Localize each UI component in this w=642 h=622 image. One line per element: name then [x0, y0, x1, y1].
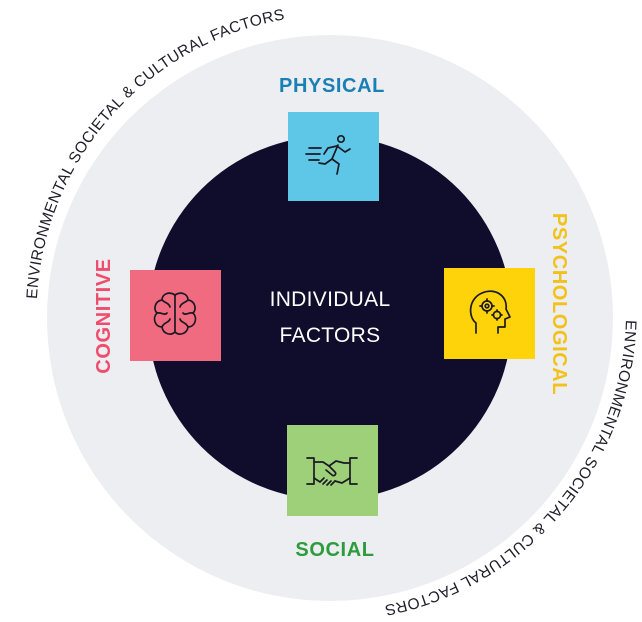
center-label-line2: FACTORS — [280, 324, 381, 347]
psychological-label: PSYCHOLOGICAL — [548, 213, 570, 395]
factor-cognitive: COGNITIVE — [93, 258, 221, 374]
physical-label: PHYSICAL — [279, 75, 385, 97]
factor-physical: PHYSICAL — [279, 75, 385, 201]
head-gears-icon — [469, 290, 511, 334]
factor-social: SOCIAL — [287, 425, 378, 561]
social-label: SOCIAL — [295, 539, 374, 561]
inner-circle — [148, 136, 512, 500]
factor-psychological: PSYCHOLOGICAL — [444, 213, 570, 395]
cognitive-label: COGNITIVE — [93, 258, 115, 373]
psychological-box — [444, 268, 535, 359]
brain-icon — [153, 292, 197, 335]
center-label-line1: INDIVIDUAL — [270, 288, 391, 311]
handshake-icon — [306, 457, 358, 486]
running-person-icon — [305, 134, 351, 175]
